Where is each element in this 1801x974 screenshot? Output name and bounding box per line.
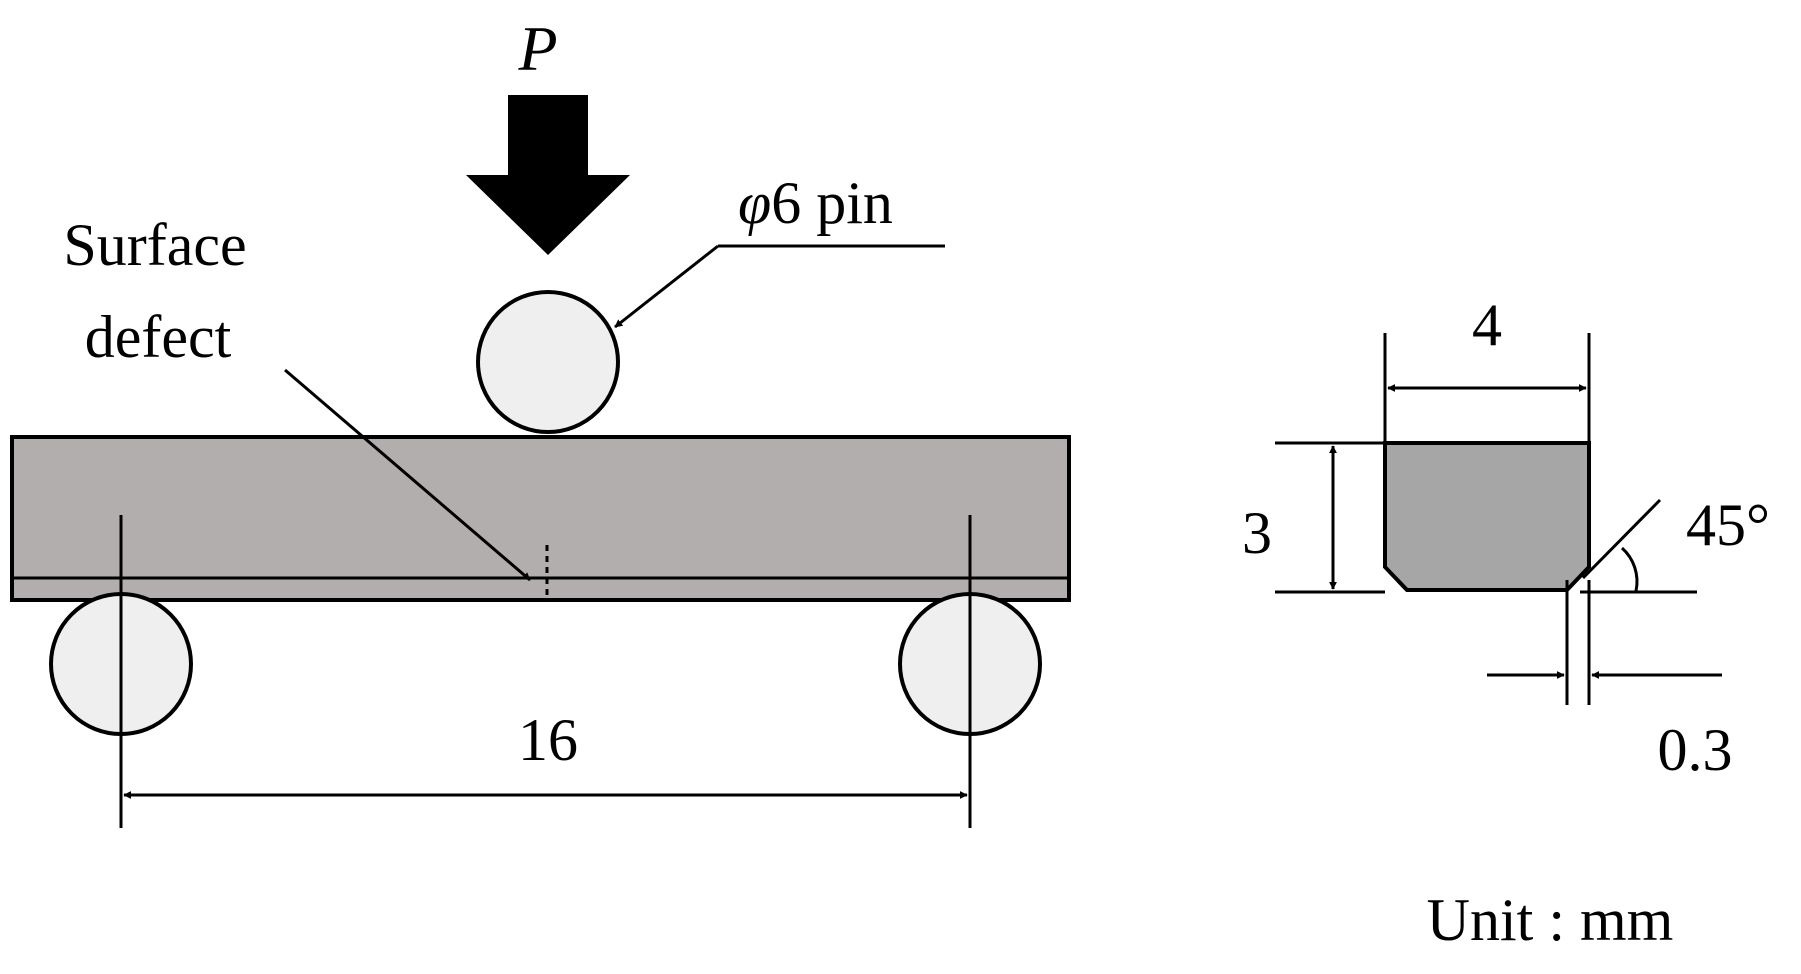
chamfer-angle-arc bbox=[1620, 546, 1639, 592]
pin-phi: φ bbox=[738, 170, 771, 236]
specimen-beam bbox=[10, 435, 1071, 602]
span-dimension-label: 16 bbox=[518, 707, 578, 773]
defect-leader-arrow bbox=[284, 368, 531, 582]
loading-pin bbox=[476, 290, 620, 434]
width-dimension-label: 4 bbox=[1472, 292, 1502, 358]
load-label: P bbox=[517, 13, 557, 84]
height-dimension-label: 3 bbox=[1242, 500, 1272, 566]
unit-label: Unit : mm bbox=[1427, 887, 1674, 953]
chamfer-angle-label: 45° bbox=[1686, 492, 1770, 558]
defect-label-line1: Surface bbox=[63, 212, 246, 278]
cross-section-shape bbox=[1383, 441, 1591, 592]
load-arrow bbox=[466, 95, 630, 255]
pin-leader-arrow bbox=[614, 244, 719, 329]
chamfer-size-label: 0.3 bbox=[1658, 717, 1733, 783]
chamfer-angle-line bbox=[1581, 498, 1662, 580]
defect-label-line2: defect bbox=[85, 304, 232, 370]
pin-text: 6 pin bbox=[771, 170, 893, 236]
pin-label: φ6 pin bbox=[738, 170, 893, 236]
